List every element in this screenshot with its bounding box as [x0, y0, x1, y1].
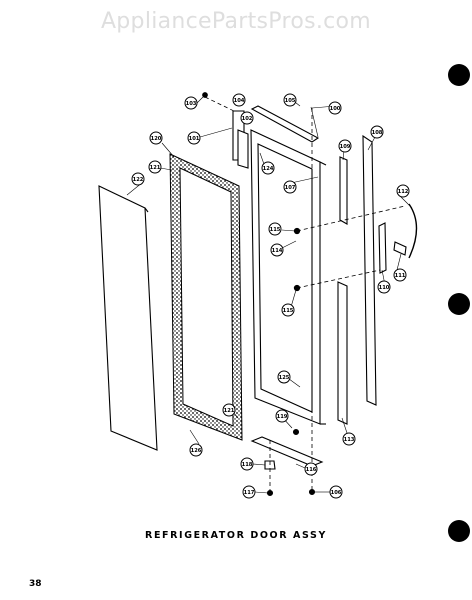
clip	[393, 241, 407, 256]
callout-101-text: 101	[189, 136, 200, 142]
handle-spring	[408, 203, 418, 259]
callout-117: 117	[242, 485, 256, 499]
callout-106-text: 106	[331, 490, 342, 496]
binder-hole-bottom	[448, 520, 470, 542]
callout-121-top: 121	[148, 160, 162, 174]
callout-104-text: 104	[234, 98, 245, 104]
callout-108: 108	[370, 125, 384, 139]
callout-114: 114	[270, 243, 284, 257]
callout-118: 118	[240, 457, 254, 471]
outer-door-panel	[98, 185, 158, 451]
callout-110-text: 110	[379, 285, 390, 291]
callout-108-text: 108	[372, 130, 383, 136]
callout-111: 111	[393, 268, 407, 282]
callout-100: 100	[328, 101, 342, 115]
callout-126: 126	[189, 443, 203, 457]
callout-116-text: 116	[306, 467, 317, 473]
callout-114-text: 114	[272, 248, 283, 254]
callout-109-text: 109	[340, 144, 351, 150]
callout-107-text: 107	[285, 185, 296, 191]
callout-119: 119	[275, 409, 289, 423]
callout-115-lower-text: 115	[283, 308, 294, 314]
callout-125-text: 125	[279, 375, 290, 381]
breaker-strip-right	[362, 134, 377, 406]
callout-124: 124	[261, 161, 275, 175]
callout-115-upper-text: 115	[270, 227, 281, 233]
callout-126-text: 126	[191, 448, 202, 454]
callout-124-text: 124	[263, 166, 274, 172]
hinge-plate	[237, 129, 249, 169]
diagram-caption: REFRIGERATOR DOOR ASSY	[145, 530, 327, 541]
callout-labels: 103 104 105 100 102 101 120 121 122 124 …	[131, 93, 410, 499]
callout-107: 107	[283, 180, 297, 194]
callout-106: 106	[329, 485, 343, 499]
top-trim-bar	[250, 105, 320, 143]
callout-104: 104	[232, 93, 246, 107]
callout-103-text: 103	[186, 101, 197, 107]
callout-105-text: 105	[285, 98, 296, 104]
callout-101: 101	[187, 131, 201, 145]
bottom-hinge-bracket	[250, 436, 324, 467]
shelf-strip-upper	[339, 156, 348, 225]
door-bracket	[378, 222, 387, 274]
callout-110: 110	[377, 280, 391, 294]
callout-121-top-text: 121	[150, 165, 161, 171]
callout-103: 103	[184, 96, 198, 110]
callout-121-bottom-text: 121	[224, 408, 235, 414]
callout-112: 112	[396, 184, 410, 198]
callout-112-text: 112	[398, 189, 409, 195]
callout-102-text: 102	[242, 116, 253, 122]
callout-100-text: 100	[330, 106, 341, 112]
callout-121-bottom: 121	[222, 403, 236, 417]
page-number: 38	[29, 579, 42, 589]
door-gasket	[169, 153, 243, 441]
binder-hole-top	[448, 64, 470, 86]
callout-122-text: 122	[133, 177, 144, 183]
callout-119-text: 119	[277, 414, 288, 420]
callout-115-upper: 115	[268, 222, 282, 236]
shelf-strip-lower	[337, 281, 348, 425]
watermark: AppliancePartsPros.com	[100, 9, 372, 34]
callout-113: 113	[342, 432, 356, 446]
callout-117-text: 117	[244, 490, 255, 496]
callout-105: 105	[283, 93, 297, 107]
callout-120-text: 120	[151, 136, 162, 142]
callout-125: 125	[277, 370, 291, 384]
callout-115-lower: 115	[281, 303, 295, 317]
callout-111-text: 111	[395, 273, 406, 279]
binder-hole-middle	[448, 293, 470, 315]
callout-122: 122	[131, 172, 145, 186]
callout-113-text: 113	[344, 437, 355, 443]
callout-116: 116	[304, 462, 318, 476]
callout-109: 109	[338, 139, 352, 153]
callout-120: 120	[149, 131, 163, 145]
callout-102: 102	[240, 111, 254, 125]
callout-118-text: 118	[242, 462, 253, 468]
